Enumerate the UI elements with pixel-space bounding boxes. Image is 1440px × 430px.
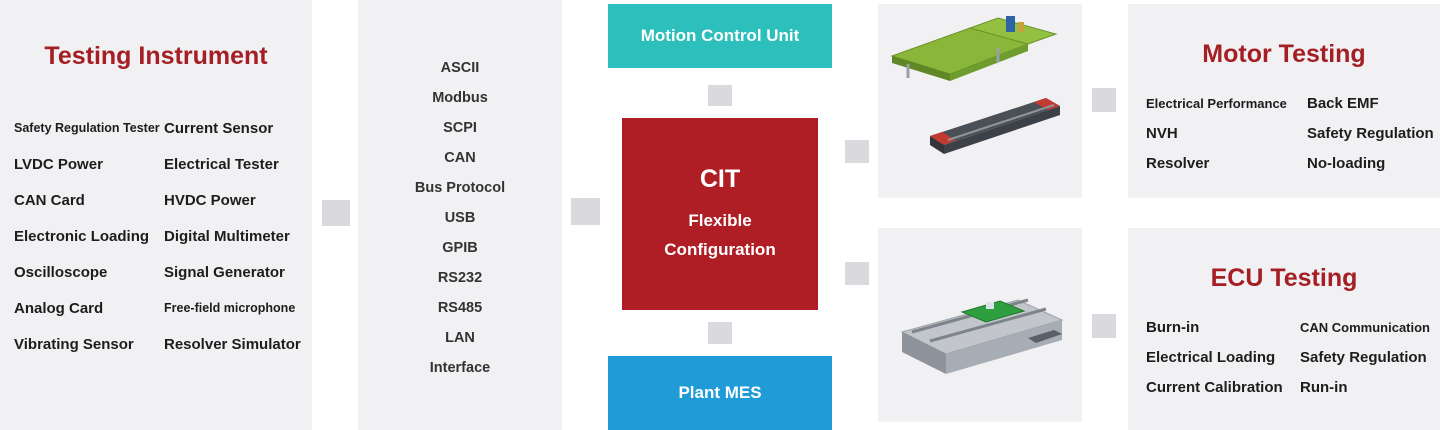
motion-control-unit-box: Motion Control Unit	[608, 4, 832, 68]
connector-square	[845, 140, 869, 163]
list-item: Electrical Performance	[1146, 95, 1287, 111]
list-item: Safety Regulation	[1307, 124, 1434, 142]
instrument-list-col2: Current Sensor Electrical Tester HVDC Po…	[164, 110, 301, 362]
list-item: Free-field microphone	[164, 301, 296, 315]
list-item: Signal Generator	[164, 263, 285, 281]
cit-subtitle-line2: Configuration	[664, 239, 776, 259]
list-item: Electrical Tester	[164, 155, 279, 173]
protocol-item: RS485	[437, 300, 483, 316]
protocol-item: Bus Protocol	[414, 180, 506, 196]
connector-square	[322, 200, 350, 226]
connector-square	[708, 85, 732, 106]
ecu-test-machine-panel	[878, 228, 1082, 422]
protocol-item: Interface	[429, 360, 491, 376]
connector-square	[1092, 314, 1116, 338]
linear-rail-shape	[930, 98, 1060, 154]
list-item: Safety Regulation Tester	[14, 121, 160, 135]
list-item: Burn-in	[1146, 318, 1200, 336]
connector-square	[1092, 88, 1116, 112]
protocol-list: ASCII Modbus SCPI CAN Bus Protocol USB G…	[358, 53, 562, 383]
motor-test-machine-image	[890, 16, 1060, 154]
ecu-testing-panel: ECU Testing Burn-in Electrical Loading C…	[1128, 228, 1440, 430]
list-item: LVDC Power	[14, 155, 103, 173]
list-item: NVH	[1146, 124, 1178, 142]
list-item: CAN Card	[14, 191, 85, 209]
ecu-testing-title: ECU Testing	[1210, 264, 1358, 292]
connector-square	[845, 262, 869, 285]
protocol-item: Modbus	[432, 90, 488, 106]
list-item: Run-in	[1300, 378, 1348, 396]
testing-instrument-title: Testing Instrument	[44, 42, 268, 70]
cit-box: CIT Flexible Configuration	[622, 118, 818, 310]
list-item: Analog Card	[14, 299, 104, 317]
pcb-plate-shape	[890, 16, 1058, 81]
motor-testing-title: Motor Testing	[1202, 40, 1366, 68]
motor-test-machine-panel	[878, 4, 1082, 198]
protocol-item: USB	[444, 210, 476, 226]
list-item: No-loading	[1307, 154, 1386, 172]
instrument-list-col1: Safety Regulation Tester LVDC Power CAN …	[14, 110, 160, 362]
list-item: CAN Communication	[1300, 319, 1430, 335]
protocol-item: ASCII	[440, 60, 480, 76]
protocol-item: LAN	[445, 330, 475, 346]
test-stage-shape	[900, 298, 1064, 374]
motor-testing-col1: Electrical Performance NVH Resolver	[1146, 88, 1287, 178]
protocol-item: CAN	[444, 150, 476, 166]
connector-square	[708, 322, 732, 344]
protocol-item: SCPI	[443, 120, 477, 136]
motion-control-unit-label: Motion Control Unit	[640, 26, 800, 45]
ecu-testing-col1: Burn-in Electrical Loading Current Calib…	[1146, 312, 1283, 402]
connector-square	[571, 198, 600, 225]
list-item: Vibrating Sensor	[14, 335, 134, 353]
protocol-item: GPIB	[442, 240, 478, 256]
plant-mes-label: Plant MES	[678, 383, 762, 402]
protocol-panel: ASCII Modbus SCPI CAN Bus Protocol USB G…	[358, 0, 562, 430]
cit-title: CIT	[699, 164, 741, 193]
protocol-item: RS232	[437, 270, 483, 286]
plant-mes-box: Plant MES	[608, 356, 832, 430]
list-item: Safety Regulation	[1300, 348, 1427, 366]
motor-testing-col2: Back EMF Safety Regulation No-loading	[1307, 88, 1434, 178]
list-item: Current Calibration	[1146, 378, 1283, 396]
list-item: Oscilloscope	[14, 263, 108, 281]
list-item: Digital Multimeter	[164, 227, 290, 245]
ecu-test-machine-image	[900, 298, 1064, 374]
list-item: Electronic Loading	[14, 227, 150, 245]
list-item: Back EMF	[1307, 94, 1379, 112]
testing-instrument-panel: Testing Instrument Safety Regulation Tes…	[0, 0, 312, 430]
motor-testing-panel: Motor Testing Electrical Performance NVH…	[1128, 4, 1440, 198]
list-item: Electrical Loading	[1146, 348, 1276, 366]
list-item: Current Sensor	[164, 119, 274, 137]
list-item: Resolver	[1146, 154, 1210, 172]
list-item: HVDC Power	[164, 191, 256, 209]
ecu-testing-col2: CAN Communication Safety Regulation Run-…	[1300, 312, 1430, 402]
list-item: Resolver Simulator	[164, 335, 301, 353]
cit-subtitle-line1: Flexible	[688, 210, 752, 230]
